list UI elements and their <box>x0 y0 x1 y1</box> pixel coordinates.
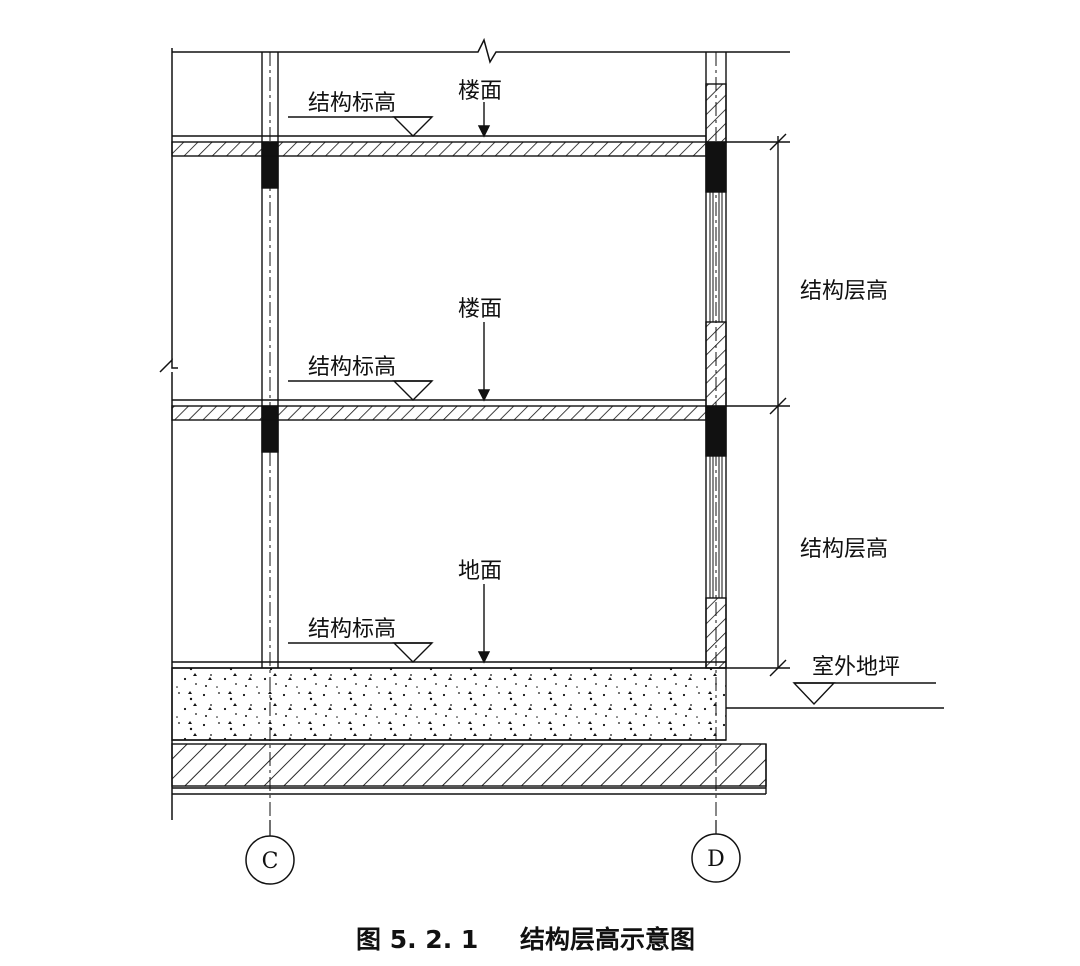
axis-label-c: C <box>262 849 279 874</box>
structural-elevation-label-ground: 结构标高 <box>308 617 396 642</box>
axis-label-d: D <box>707 847 725 872</box>
axis-bubble-c: C <box>245 820 295 885</box>
storey-height-dimension <box>726 133 790 677</box>
structural-elevation-label-upper: 结构标高 <box>308 91 396 116</box>
ground-surface-label: 地面 <box>458 559 502 584</box>
outdoor-grade-line <box>726 682 944 709</box>
floor-surface-label-middle: 楼面 <box>458 297 502 322</box>
top-break-line <box>172 37 790 64</box>
wall-d <box>705 52 727 820</box>
storey-height-label-lower: 结构层高 <box>800 537 888 562</box>
elevation-marker-middle <box>288 380 434 401</box>
outdoor-grade-label: 室外地坪 <box>812 655 900 680</box>
storey-height-label-upper: 结构层高 <box>800 279 888 304</box>
elevation-marker-upper <box>288 116 434 137</box>
surface-leader-arrows <box>477 102 491 664</box>
figure-number: 图 5. 2. 1 <box>356 925 478 954</box>
structural-elevation-label-middle: 结构标高 <box>308 355 396 380</box>
middle-floor-slab <box>171 399 707 421</box>
axis-bubble-d: D <box>691 820 741 883</box>
floor-surface-label-upper: 楼面 <box>458 79 502 104</box>
elevation-marker-ground <box>288 642 434 663</box>
ground-floor-construction <box>171 661 767 795</box>
upper-floor-slab <box>171 135 707 157</box>
figure-title: 结构层高示意图 <box>520 925 695 954</box>
